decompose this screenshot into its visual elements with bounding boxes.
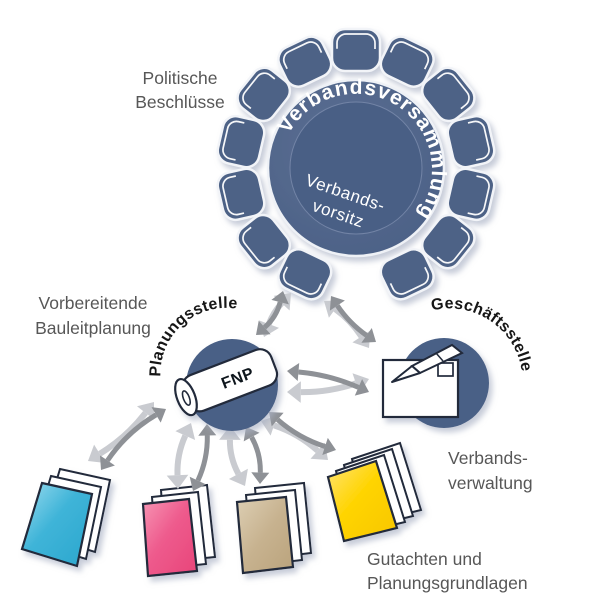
double-arrow-icon (88, 402, 154, 463)
double-arrow-icon (287, 363, 369, 396)
arrow-layer (88, 291, 376, 491)
chair-icon (216, 167, 266, 222)
double-arrow-icon (189, 424, 217, 491)
caption-verbandsverwaltung: Verbands- verwaltung (448, 448, 533, 493)
pen-letter-icon (381, 343, 464, 419)
document-stacks (20, 441, 423, 578)
svg-text:Planungsgrundlagen: Planungsgrundlagen (367, 573, 528, 593)
double-arrow-icon (256, 291, 289, 335)
svg-text:Gutachten und: Gutachten und (367, 549, 482, 569)
table-center-icon (289, 101, 423, 235)
double-arrow-icon (269, 412, 336, 455)
chair-icon (216, 114, 266, 169)
svg-text:Beschlüsse: Beschlüsse (135, 92, 225, 112)
geschaeftsstelle-node: Geschäftsstelle (381, 295, 534, 428)
chair-icon (277, 35, 333, 88)
caption-vorbereitende-bauleitplanung: Vorbereitende Bauleitplanung (35, 293, 151, 338)
svg-text:Vorbereitende: Vorbereitende (39, 293, 148, 313)
planungsstelle-node: FNP Planungsstelle (147, 295, 279, 431)
assembly-group (216, 27, 496, 301)
document-stack-blue (20, 467, 112, 568)
document-stack-yellow (326, 441, 423, 543)
scroll-icon: FNP (174, 348, 279, 417)
chair-icon (277, 248, 333, 301)
chair-icon (420, 66, 476, 123)
chair-icon (420, 213, 476, 270)
chair-icon (236, 66, 292, 123)
double-arrow-icon (100, 407, 166, 470)
chair-icon (379, 35, 435, 88)
svg-text:verwaltung: verwaltung (448, 473, 533, 493)
double-arrow-icon (329, 296, 376, 343)
double-arrow-icon (166, 423, 196, 489)
svg-text:Verbands-: Verbands- (448, 448, 528, 468)
caption-gutachten: Gutachten und Planungsgrundlagen (367, 549, 528, 593)
double-arrow-icon (243, 427, 270, 484)
double-arrow-icon (219, 426, 248, 486)
chair-icon (446, 167, 496, 222)
chair-icon (379, 248, 435, 301)
chair-icon (446, 114, 496, 169)
chair-ring (216, 27, 496, 301)
document-stack-tan (235, 481, 313, 575)
chair-icon (330, 27, 382, 73)
document-stack-pink (141, 483, 217, 578)
caption-politische-beschluesse: Politische Beschlüsse (135, 68, 225, 112)
chair-icon (236, 213, 292, 270)
svg-text:Politische: Politische (143, 68, 218, 88)
svg-text:Bauleitplanung: Bauleitplanung (35, 318, 151, 338)
